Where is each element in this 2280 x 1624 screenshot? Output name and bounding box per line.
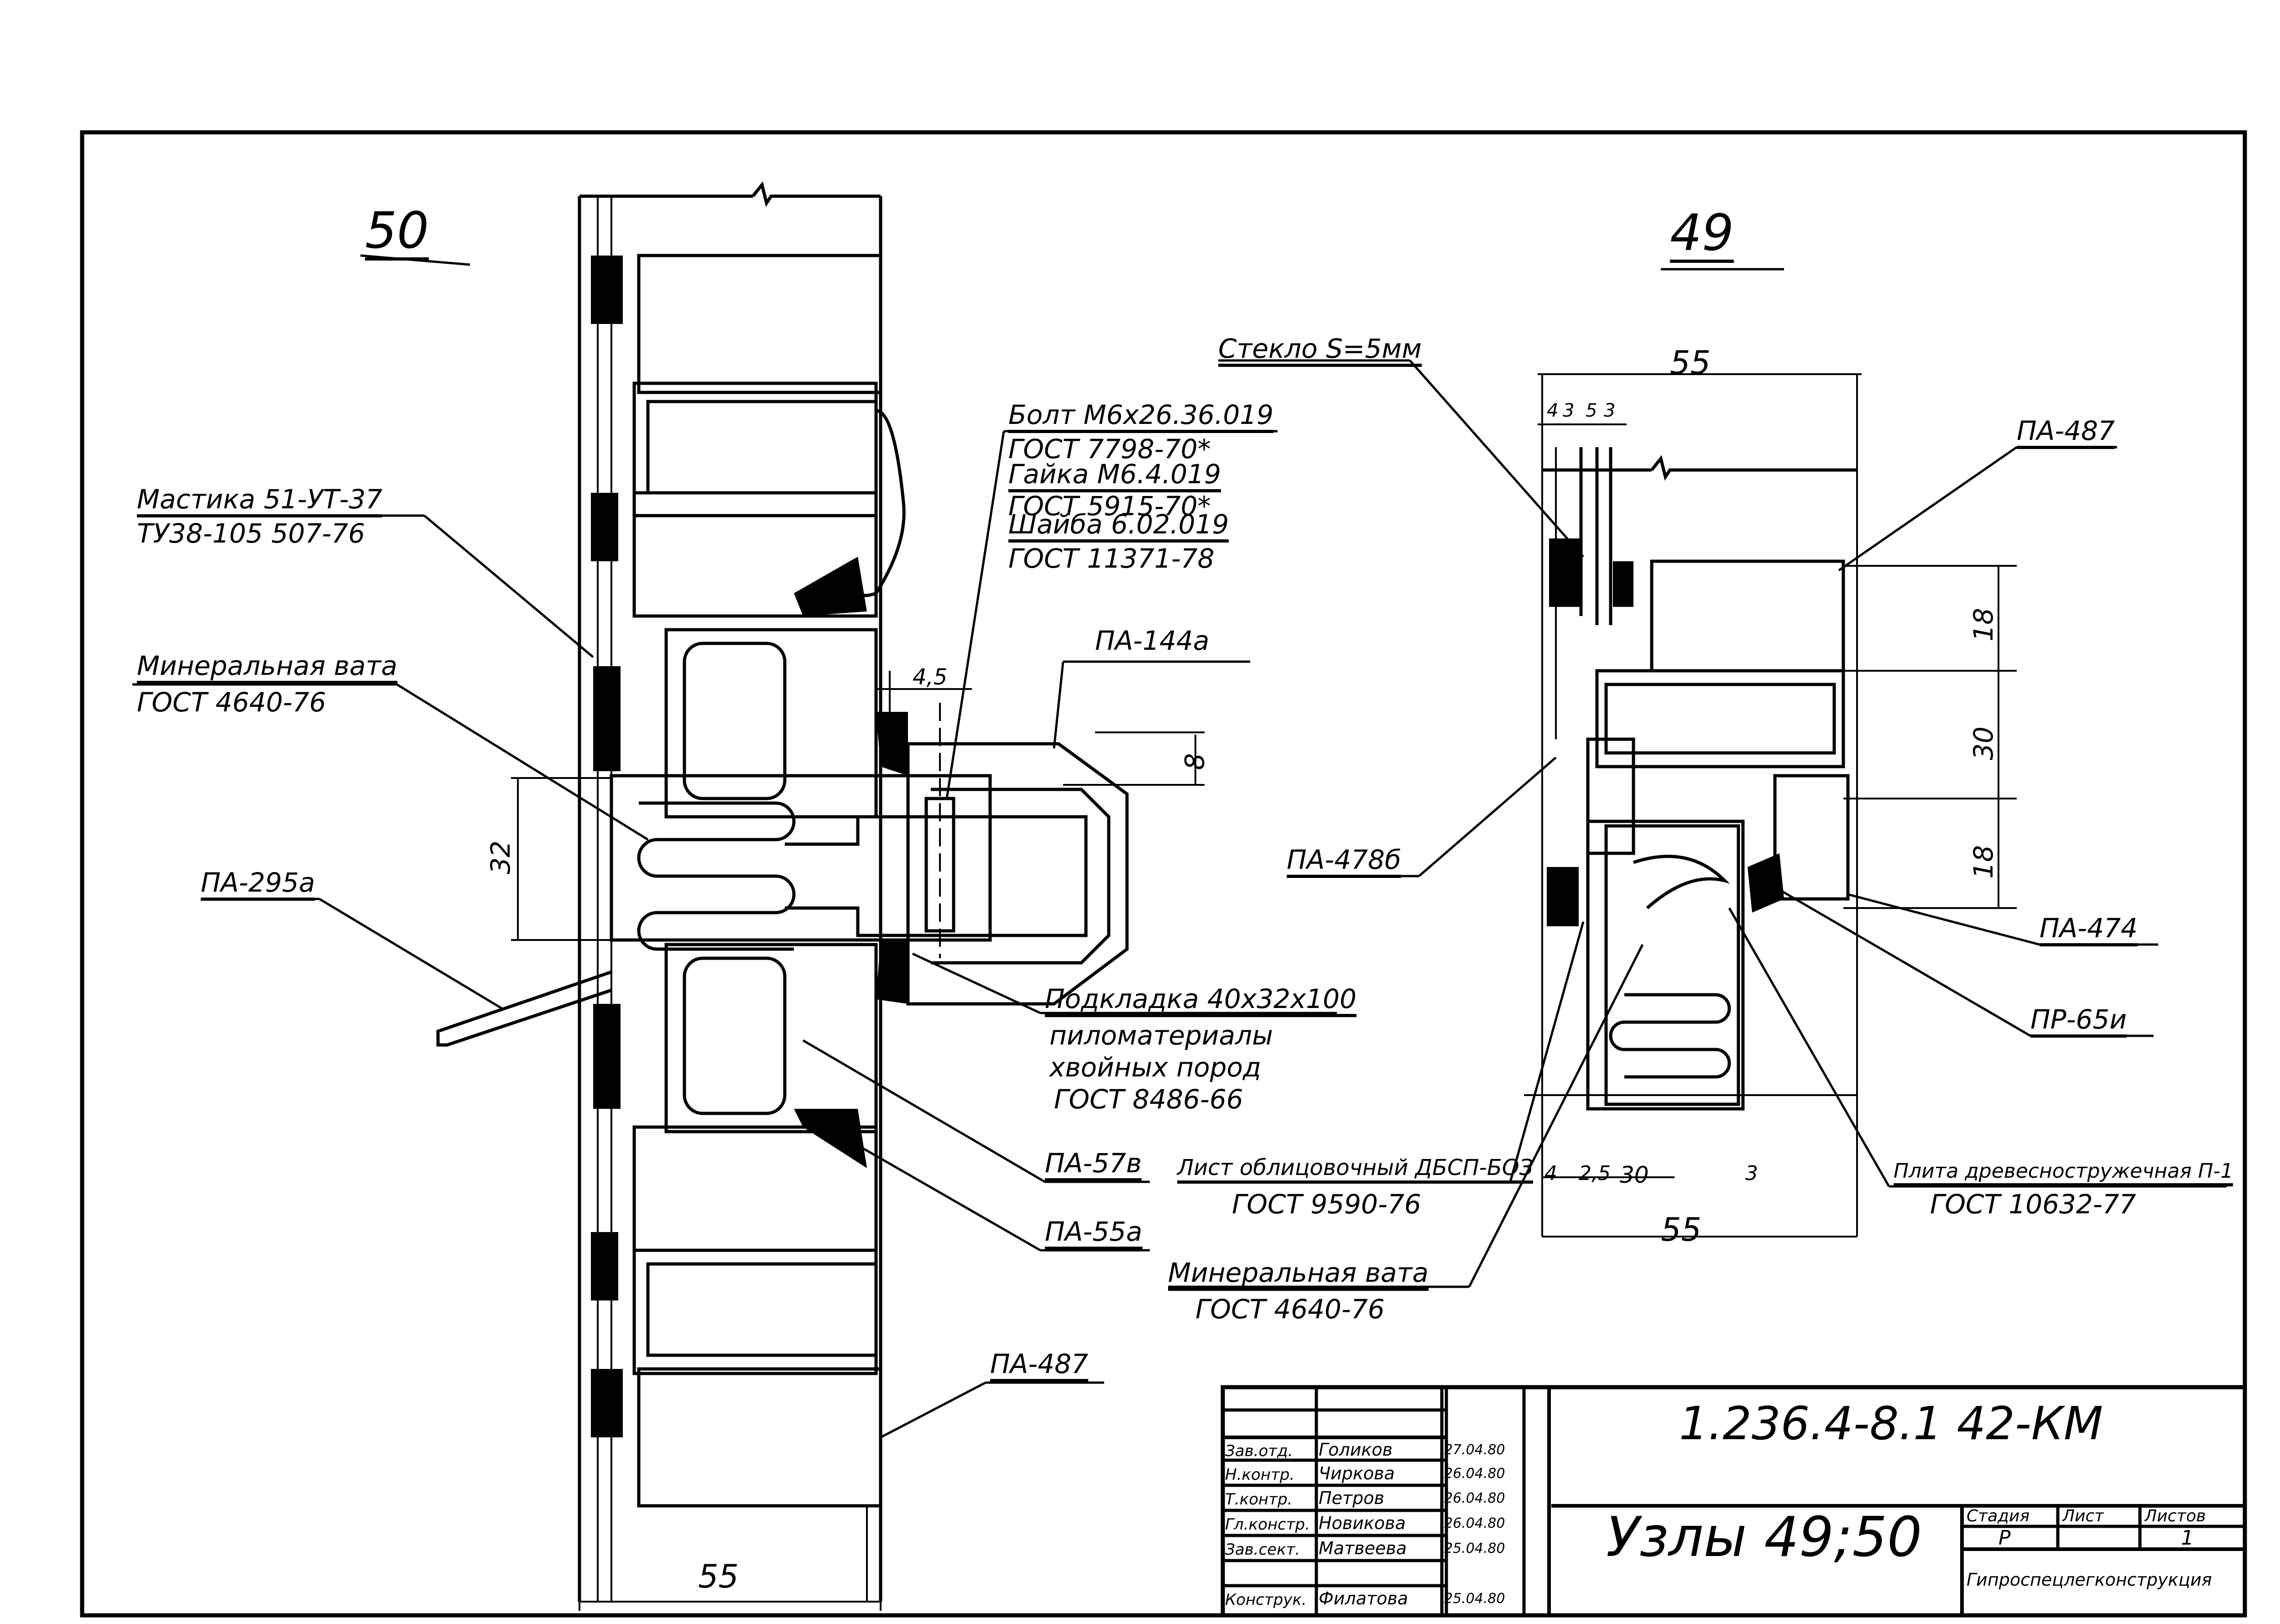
label-podkladka-mat1: пиломатериалы <box>1049 1020 1273 1051</box>
row-role: Зав.отд. <box>1225 1442 1293 1460</box>
sheets-header: Листов <box>2144 1507 2206 1525</box>
dim-4-5: 4,5 <box>913 664 948 690</box>
node-49-dims <box>1524 373 2017 1238</box>
row-role: Конструк. <box>1225 1591 1307 1609</box>
dim-32: 32 <box>485 841 516 874</box>
label-pa57v: ПА-57в <box>1045 1150 1142 1181</box>
label-pa55a: ПА-55а <box>1045 1218 1143 1250</box>
sheet-frame <box>80 130 2247 1618</box>
row-date: 26.04.80 <box>1444 1515 1505 1531</box>
row-name: Филатова <box>1319 1588 1409 1608</box>
dim-b30: 30 <box>1620 1162 1649 1188</box>
row-date: 27.04.80 <box>1444 1442 1505 1458</box>
label-pr65i: ПР-65и <box>2030 1006 2127 1038</box>
node-50-profile <box>436 181 1129 1602</box>
dim-b4: 4 <box>1544 1162 1557 1185</box>
row-date: 26.04.80 <box>1444 1466 1505 1482</box>
title-block-grid <box>1221 1385 2247 1618</box>
dim-b3: 3 <box>1745 1162 1758 1185</box>
node-49-leaders <box>1168 359 2227 1288</box>
label-minvata-49: Минеральная вата <box>1168 1259 1429 1291</box>
node-50-number: 50 <box>365 201 429 261</box>
node-49-profile <box>1541 374 1858 1237</box>
label-list-gost: ГОСТ 9590-76 <box>1232 1189 1421 1220</box>
row-role: Н.контр. <box>1225 1466 1295 1484</box>
row-date: 25.04.80 <box>1444 1540 1505 1556</box>
label-minvata: Минеральная вата <box>137 653 397 684</box>
dim-30-v: 30 <box>1967 726 1999 760</box>
label-gaika: Гайка М6.4.019 <box>1008 461 1221 492</box>
doc-code: 1.236.4-8.1 42-КМ <box>1679 1397 2103 1450</box>
label-pa144a: ПА-144а <box>1095 625 1210 656</box>
label-pa295a: ПА-295а <box>201 869 315 901</box>
sheets-value: 1 <box>2181 1526 2194 1550</box>
label-steklo: Стекло S=5мм <box>1218 335 1422 367</box>
label-shaiba-gost: ГОСТ 11371-78 <box>1008 543 1215 574</box>
dim-18a: 18 <box>1967 608 1999 642</box>
label-pa487-right: ПА-487 <box>2017 418 2115 449</box>
label-pa487-left: ПА-487 <box>990 1351 1088 1382</box>
dim-b2-5: 2,5 <box>1579 1162 1611 1185</box>
stage-header: Стадия <box>1967 1507 2030 1525</box>
label-podkladka: Подкладка 40х32х100 <box>1045 986 1357 1017</box>
sheet-header: Лист <box>2062 1507 2104 1525</box>
node-50-leaders <box>132 254 1784 1439</box>
row-role: Гл.констр. <box>1225 1515 1310 1534</box>
dim-3b: 3 <box>1604 400 1616 421</box>
row-date: 26.04.80 <box>1444 1490 1505 1506</box>
row-name: Голиков <box>1319 1440 1393 1460</box>
row-role: Зав.сект. <box>1225 1540 1300 1559</box>
row-role: Т.контр. <box>1225 1490 1293 1509</box>
label-bolt-gost: ГОСТ 7798-70* <box>1008 433 1211 465</box>
row-date: 25.04.80 <box>1444 1591 1505 1607</box>
label-podkladka-mat2: хвойных пород <box>1049 1052 1261 1083</box>
label-plita: Плита древесностружечная П-1 <box>1894 1161 2233 1186</box>
organization: Гипроспецлегконструкция <box>1967 1570 2212 1590</box>
node-50-seals <box>591 256 908 1437</box>
node-49-number: 49 <box>1670 204 1734 263</box>
dim-8: 8 <box>1179 753 1210 770</box>
row-name: Чиркова <box>1319 1463 1395 1483</box>
node-50-dims <box>511 671 1205 1611</box>
dim-55-top: 55 <box>1670 344 1711 381</box>
label-gaika-gost: ГОСТ 5915-70* <box>1008 491 1211 522</box>
dim-4: 4 <box>1547 400 1559 421</box>
label-mastika: Мастика 51-УТ-37 <box>137 486 383 517</box>
label-shaiba: Шайба 6.02.019 <box>1008 511 1229 543</box>
row-name: Матвеева <box>1319 1538 1407 1558</box>
label-minvata-gost: ГОСТ 4640-76 <box>137 687 326 718</box>
dim-18b: 18 <box>1967 845 1999 879</box>
label-minvata-49-gost: ГОСТ 4640-76 <box>1195 1294 1385 1325</box>
dim-55-node50: 55 <box>698 1558 739 1595</box>
drawing-title: Узлы 49;50 <box>1606 1506 1922 1569</box>
dim-5: 5 <box>1586 400 1597 421</box>
row-name: Новикова <box>1319 1513 1406 1533</box>
label-mastika-tu: ТУ38-105 507-76 <box>137 518 365 549</box>
label-list: Лист облицовочный ДБСП-БОЗ <box>1177 1157 1534 1184</box>
row-name: Петров <box>1319 1488 1384 1508</box>
label-pa478b: ПА-478б <box>1287 846 1401 878</box>
label-podkladka-gost: ГОСТ 8486-66 <box>1054 1084 1243 1115</box>
label-plita-gost: ГОСТ 10632-77 <box>1930 1189 2136 1220</box>
dim-3a: 3 <box>1563 400 1575 421</box>
node-49-seals <box>1547 538 1784 926</box>
stage-value: Р <box>1998 1526 2011 1550</box>
label-bolt: Болт М6х26.36.019 <box>1008 402 1274 433</box>
label-pa474: ПА-474 <box>2040 915 2138 946</box>
dim-55-bottom: 55 <box>1661 1211 1702 1248</box>
